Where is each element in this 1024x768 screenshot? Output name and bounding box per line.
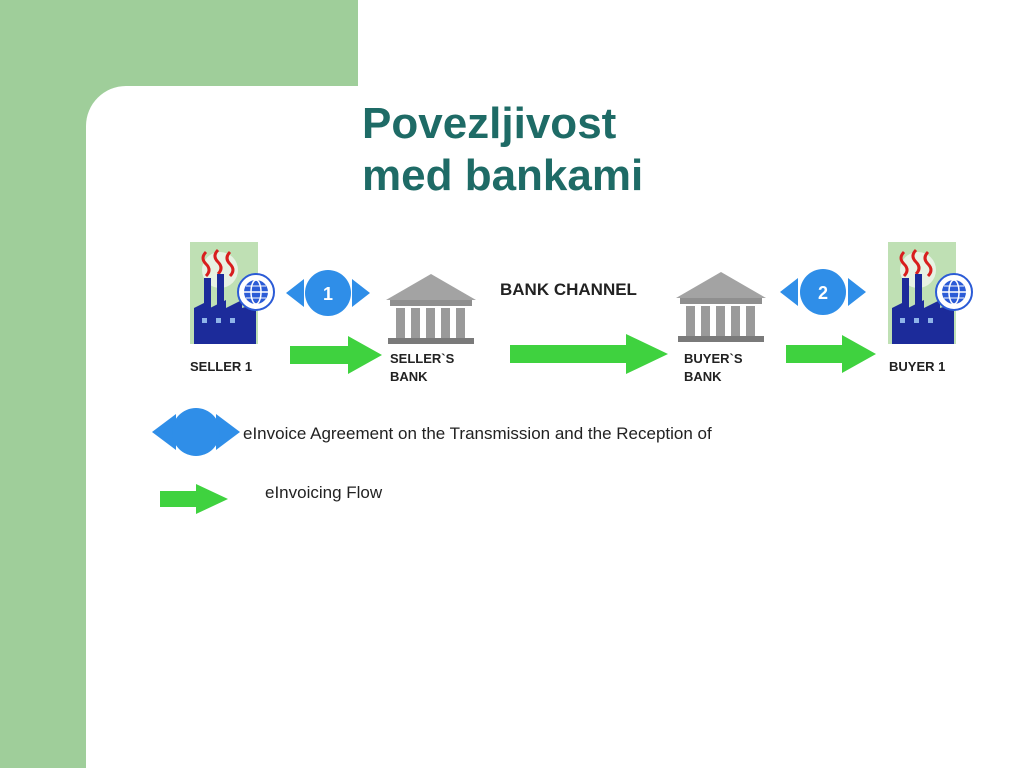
title-line-1: Povezljivost xyxy=(362,99,617,148)
agreement-2-label: 2 xyxy=(818,283,828,303)
flow-arrow-bank-channel xyxy=(510,334,668,374)
agreement-2-icon: 2 xyxy=(780,269,866,315)
bank-channel-label: BANK CHANNEL xyxy=(500,280,637,299)
title-line-2: med bankami xyxy=(362,151,644,200)
buyer-bank-label: BUYER`S BANK xyxy=(684,350,743,386)
flow-arrow-bank-to-buyer xyxy=(786,335,876,373)
buyer-bank-icon xyxy=(676,272,766,342)
legend-agreement-text: eInvoice Agreement on the Transmission a… xyxy=(243,424,712,443)
seller-bank-label-line1: SELLER`S xyxy=(390,351,455,366)
legend-flow-icon xyxy=(160,484,228,514)
buyer-label: BUYER 1 xyxy=(889,359,946,374)
seller-bank-label: SELLER`S BANK xyxy=(390,350,454,386)
seller-bank-icon xyxy=(386,274,476,344)
legend-agreement-icon xyxy=(152,408,240,456)
background-top xyxy=(358,0,1024,86)
slide-title: Povezljivost med bankami xyxy=(362,98,643,202)
agreement-1-icon: 1 xyxy=(286,270,370,316)
seller-factory-icon xyxy=(188,240,276,346)
buyer-factory-icon xyxy=(886,240,974,346)
flow-arrow-seller-to-bank xyxy=(290,336,382,374)
seller-label: SELLER 1 xyxy=(190,359,253,374)
buyer-bank-label-line2: BANK xyxy=(684,369,722,384)
buyer-bank-label-line1: BUYER`S xyxy=(684,351,743,366)
legend-flow-text: eInvoicing Flow xyxy=(265,483,383,502)
seller-bank-label-line2: BANK xyxy=(390,369,428,384)
agreement-1-label: 1 xyxy=(323,284,333,304)
content-panel xyxy=(86,86,1024,768)
